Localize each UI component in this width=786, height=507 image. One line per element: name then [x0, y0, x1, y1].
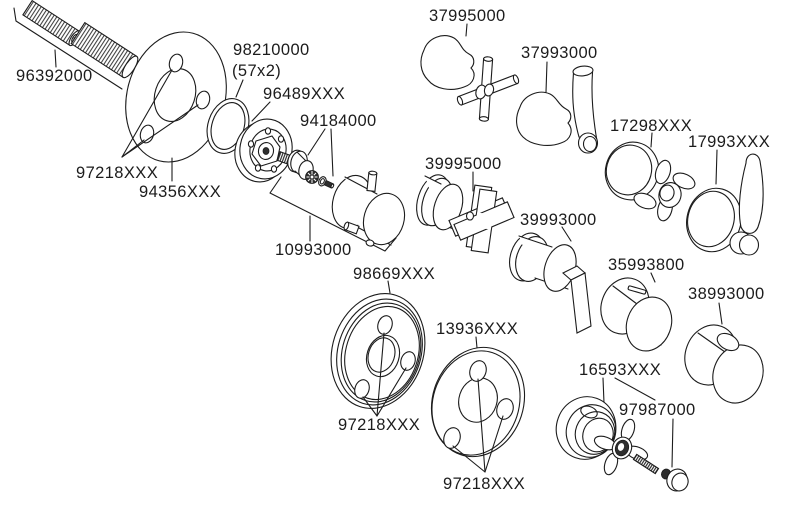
label-escutcheon-screws-bottom: 97218XXX: [443, 475, 525, 493]
part-threaded-rods: [13, 0, 139, 90]
leaders-escutcheon-screws-left: [121, 69, 199, 158]
part-lever-handle-modern: [509, 226, 592, 334]
label-knob-slotted: 35993800: [608, 256, 685, 274]
label-flange-hub: 96489XXX: [263, 85, 345, 103]
label-lever-handle-traditional: 17993XXX: [688, 133, 770, 151]
label-o-ring: 98210000: [233, 41, 310, 59]
leaders-escutcheon-screws-bottom: [452, 378, 504, 473]
part-cross-handle-classic: [420, 23, 520, 122]
part-cross-handle-modern: [416, 171, 515, 254]
part-valve-body: [269, 170, 406, 252]
label-flange-ring: 13936XXX: [436, 320, 518, 338]
label-o-ring-note: (57x2): [232, 62, 281, 80]
labels: 96392000 97218XXX 94356XXX 98210000 (57x…: [16, 7, 770, 493]
label-screw-and-cap: 97987000: [619, 401, 696, 419]
label-escutcheon-screws-mid: 97218XXX: [338, 416, 420, 434]
label-cross-handle-petal: 17298XXX: [610, 117, 692, 135]
label-cross-handle-classic: 37995000: [429, 7, 506, 25]
label-knob-oval: 38993000: [688, 285, 765, 303]
label-adapter-and-screw: 94184000: [300, 112, 377, 130]
part-lever-handle-classic: [516, 61, 599, 154]
part-adapter-and-screw: [287, 128, 335, 189]
part-cross-handle-petal: [604, 132, 696, 222]
label-escutcheon-screws-left: 97218XXX: [76, 164, 158, 182]
part-flange-ring: [430, 336, 526, 473]
label-lever-handle-modern: 39993000: [520, 211, 597, 229]
label-wall-plate: 94356XXX: [139, 183, 221, 201]
part-knob-oval: [684, 302, 764, 404]
part-screw-and-cap: [632, 418, 689, 492]
leaders-escutcheon-screws-mid: [362, 332, 407, 417]
label-cross-handle-modern: 39995000: [425, 155, 502, 173]
label-threaded-rods: 96392000: [16, 67, 93, 85]
label-escutcheon-domed: 98669XXX: [353, 265, 435, 283]
part-flange-hub: [234, 101, 299, 183]
part-wall-plate: [121, 31, 227, 182]
part-cross-handle-vintage: [555, 377, 656, 476]
label-cross-handle-vintage: 16593XXX: [579, 361, 661, 379]
part-knob-slotted: [600, 272, 673, 352]
label-valve-body: 10993000: [275, 241, 352, 259]
label-lever-handle-classic: 37993000: [521, 44, 598, 62]
part-escutcheon-domed: [330, 280, 426, 417]
part-lever-handle-traditional: [686, 149, 764, 256]
